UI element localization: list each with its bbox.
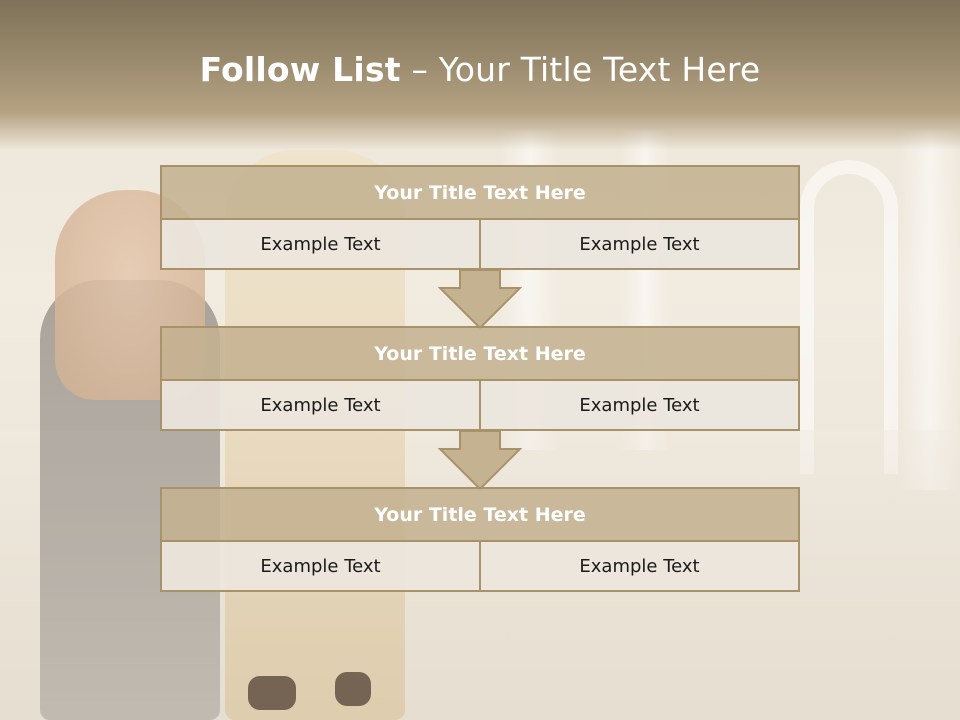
shoe — [335, 672, 371, 706]
down-arrow-icon — [438, 270, 522, 330]
list-block-title[interactable]: Your Title Text Here — [160, 487, 800, 542]
shoe — [248, 676, 296, 710]
background-arch — [800, 160, 898, 474]
slide-title: Follow List – Your Title Text Here — [0, 50, 960, 89]
list-block-left-text[interactable]: Example Text — [160, 220, 481, 270]
list-block-title[interactable]: Your Title Text Here — [160, 165, 800, 220]
header-band — [0, 0, 960, 150]
list-block-title[interactable]: Your Title Text Here — [160, 326, 800, 381]
down-arrow-icon — [438, 431, 522, 491]
list-block-1: Your Title Text Here Example Text Exampl… — [160, 165, 800, 270]
list-block-2: Your Title Text Here Example Text Exampl… — [160, 326, 800, 431]
slide-title-bold: Follow List — [199, 50, 401, 89]
list-block-3: Your Title Text Here Example Text Exampl… — [160, 487, 800, 592]
list-block-right-text[interactable]: Example Text — [481, 381, 800, 431]
slide-title-rest: – Your Title Text Here — [400, 50, 761, 89]
list-block-right-text[interactable]: Example Text — [481, 220, 800, 270]
list-block-right-text[interactable]: Example Text — [481, 542, 800, 592]
list-block-row: Example Text Example Text — [160, 381, 800, 431]
list-block-row: Example Text Example Text — [160, 220, 800, 270]
list-block-left-text[interactable]: Example Text — [160, 542, 481, 592]
list-block-row: Example Text Example Text — [160, 542, 800, 592]
list-block-left-text[interactable]: Example Text — [160, 381, 481, 431]
